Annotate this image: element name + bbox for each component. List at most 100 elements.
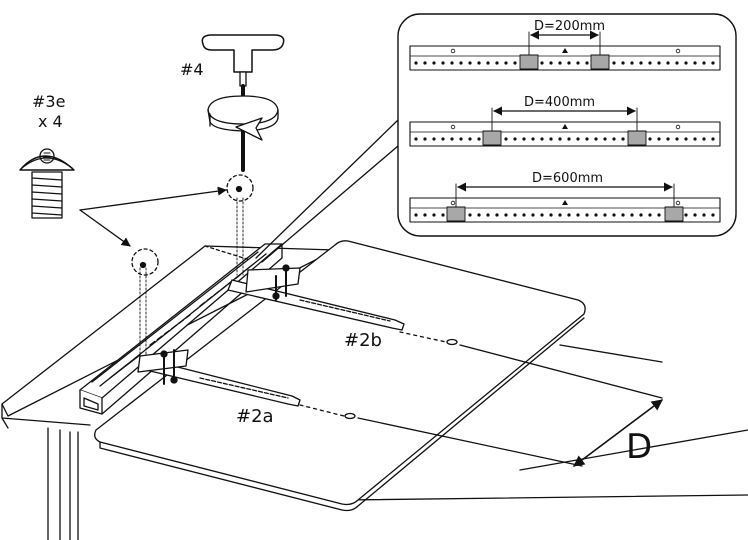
inset-slot-1 [477, 137, 481, 141]
inset-slot-2 [540, 213, 544, 217]
inset-slot-1 [423, 137, 427, 141]
inset-slot-0 [684, 61, 688, 65]
inset-hole-mark-2-2 [675, 200, 681, 206]
inset-clip-0-1 [590, 54, 610, 70]
inset-slot-0 [639, 61, 643, 65]
arm-2b [227, 264, 405, 331]
inset-slot-2 [657, 213, 661, 217]
inset-clip-2-1 [664, 206, 684, 222]
inset-slot-0 [585, 61, 589, 65]
inset-slot-2 [477, 213, 481, 217]
inset-slot-2 [612, 213, 616, 217]
inset-slot-2 [486, 213, 490, 217]
inset-slot-1 [513, 137, 517, 141]
inset-slot-0 [540, 61, 544, 65]
inset-slot-0 [630, 61, 634, 65]
inset-slot-2 [648, 213, 652, 217]
inset-slot-0 [702, 61, 706, 65]
inset-hole-mark-0-0 [450, 48, 456, 54]
inset-slot-2 [468, 213, 472, 217]
inset-slot-1 [414, 137, 418, 141]
arm-2b-label: #2b [344, 330, 382, 351]
rail-guide [204, 245, 251, 261]
inset-slot-2 [423, 213, 427, 217]
inset-hole-mark-1-2 [675, 124, 681, 130]
inset-slot-2 [576, 213, 580, 217]
inset-slot-1 [504, 137, 508, 141]
inset-slot-1 [594, 137, 598, 141]
inset-slot-0 [441, 61, 445, 65]
inset-slot-0 [504, 61, 508, 65]
inset-slot-2 [558, 213, 562, 217]
inset-slot-2 [531, 213, 535, 217]
inset-slot-0 [468, 61, 472, 65]
inset-clip-1-0 [482, 130, 502, 146]
spacing-label-400: D=400mm [524, 95, 596, 110]
inset-slot-2 [684, 213, 688, 217]
inset-slot-1 [702, 137, 706, 141]
inset-slot-1 [549, 137, 553, 141]
inset-slot-0 [558, 61, 562, 65]
inset-slot-0 [711, 61, 715, 65]
inset-slot-2 [441, 213, 445, 217]
distance-label: D [626, 427, 653, 467]
inset-slot-1 [468, 137, 472, 141]
inset-slot-0 [423, 61, 427, 65]
inset-slot-0 [414, 61, 418, 65]
inset-clip-1-1 [627, 130, 647, 146]
inset-callout-lines [255, 119, 399, 263]
inset-slot-0 [450, 61, 454, 65]
inset-center-mark-2 [562, 200, 568, 205]
inset-slot-0 [432, 61, 436, 65]
inset-slot-1 [540, 137, 544, 141]
inset-slot-0 [576, 61, 580, 65]
inset-slot-1 [684, 137, 688, 141]
inset-slot-0 [657, 61, 661, 65]
inset-slot-0 [693, 61, 697, 65]
inset-slot-2 [621, 213, 625, 217]
arm-2a-label: #2a [236, 406, 274, 427]
inset-slot-0 [666, 61, 670, 65]
inset-slot-0 [567, 61, 571, 65]
inset-clip-2-0 [446, 206, 466, 222]
tool-part-label: #4 [180, 60, 204, 79]
inset-slot-1 [648, 137, 652, 141]
inset-slot-1 [666, 137, 670, 141]
inset-slot-0 [486, 61, 490, 65]
inset-slot-1 [432, 137, 436, 141]
screw-quantity-label: x 4 [38, 112, 63, 131]
inset-center-mark-1 [562, 124, 568, 129]
inset-slot-1 [441, 137, 445, 141]
inset-slot-1 [450, 137, 454, 141]
inset-slot-2 [549, 213, 553, 217]
inset-slot-2 [639, 213, 643, 217]
inset-slot-2 [567, 213, 571, 217]
inset-slot-0 [495, 61, 499, 65]
inset-slot-2 [432, 213, 436, 217]
screw-part-label: #3e [32, 92, 66, 111]
inset-hole-mark-0-2 [675, 48, 681, 54]
inset-hole-mark-2-0 [450, 200, 456, 206]
arm-2a [137, 349, 301, 407]
inset-slot-1 [585, 137, 589, 141]
screw-pointer-arrows [79, 186, 227, 247]
inset-slot-0 [549, 61, 553, 65]
inset-slot-1 [567, 137, 571, 141]
inset-center-mark-0 [562, 48, 568, 53]
inset-slot-2 [603, 213, 607, 217]
display-panel [94, 240, 663, 512]
inset-slot-1 [522, 137, 526, 141]
inset-slot-1 [576, 137, 580, 141]
inset-slot-0 [648, 61, 652, 65]
screw-location-markers [131, 174, 254, 356]
button-head-screw-icon [19, 148, 75, 219]
spacing-label-200: D=200mm [534, 19, 606, 34]
inset-slot-2 [630, 213, 634, 217]
inset-slot-0 [459, 61, 463, 65]
inset-slot-2 [702, 213, 706, 217]
inset-slot-0 [675, 61, 679, 65]
clockwise-rotation-arrow-icon [207, 95, 279, 141]
inset-slot-0 [621, 61, 625, 65]
inset-slot-1 [558, 137, 562, 141]
spacing-label-600: D=600mm [532, 171, 604, 186]
